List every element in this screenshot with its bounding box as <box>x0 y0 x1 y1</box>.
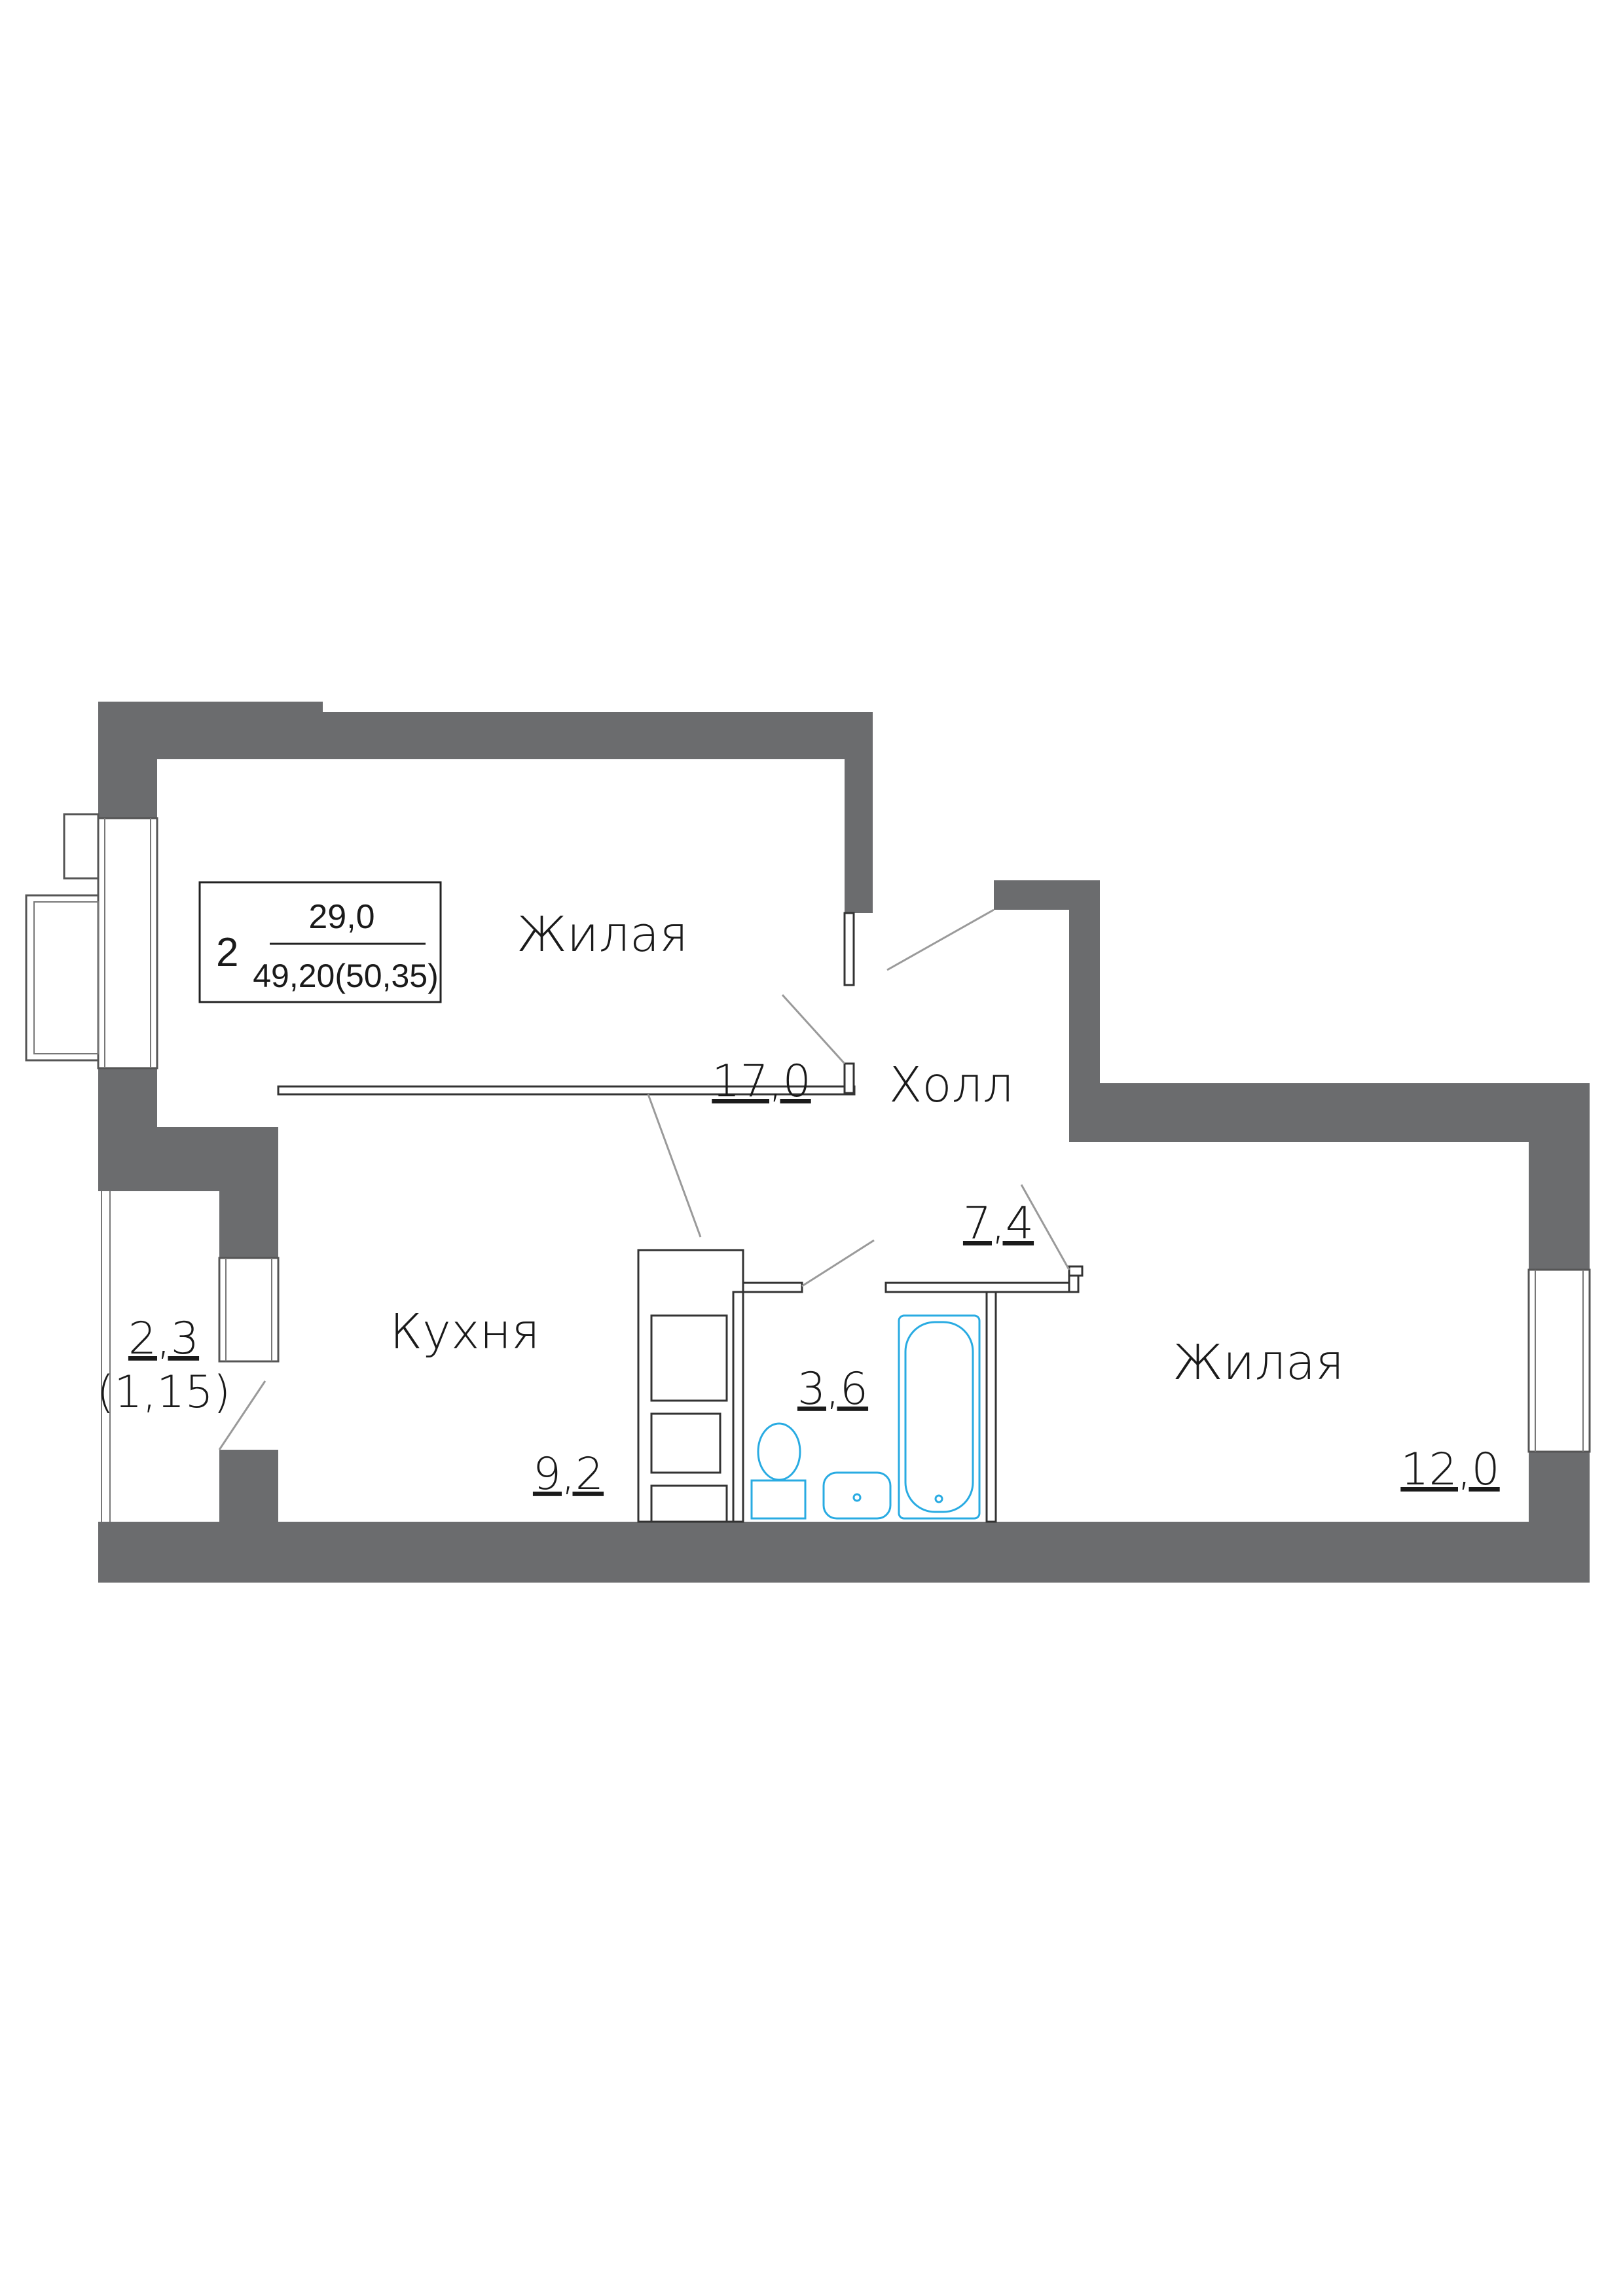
room-labels: Жилая 17,0 Холл 7,4 Кухня 9,2 3,6 Жилая … <box>97 906 1500 1500</box>
door-living2 <box>1020 1184 1070 1270</box>
door-living1 <box>781 994 846 1065</box>
partitions <box>277 912 1084 1523</box>
room-living2-name: Жилая <box>1173 1335 1344 1391</box>
sink <box>822 1471 892 1520</box>
room-kitchen-area: 9,2 <box>533 1448 604 1500</box>
wall-top-living1 <box>98 702 873 913</box>
total-area: 49,20(50,35) <box>253 958 439 994</box>
wall-hall-right <box>994 880 1590 1270</box>
summary-frame <box>198 881 442 1003</box>
door-bathroom <box>801 1239 875 1287</box>
room-living2-area: 12,0 <box>1400 1444 1499 1496</box>
door-hall-entry <box>886 908 994 971</box>
walls <box>98 702 1590 1583</box>
rooms-count: 2 <box>216 930 238 975</box>
room-balcony-area-reduced: (1,15) <box>97 1367 230 1418</box>
window-living1 <box>97 817 158 1069</box>
room-hall-area: 7,4 <box>963 1198 1034 1249</box>
wall-left-mid <box>98 1068 278 1258</box>
door-kitchen <box>647 1094 702 1238</box>
windows <box>25 813 1591 1522</box>
living-area-total: 29,0 <box>308 898 374 936</box>
apartment-summary: 2 29,0 49,20(50,35) <box>198 881 442 1003</box>
window-living2 <box>1527 1268 1591 1453</box>
room-balcony-area: 2,3 <box>128 1313 199 1365</box>
window-kitchen <box>218 1257 280 1363</box>
plumbing <box>750 1314 981 1520</box>
doors <box>218 908 1070 1450</box>
room-living1-name: Жилая <box>517 906 688 963</box>
room-kitchen-name: Кухня <box>390 1304 540 1360</box>
room-living1-area: 17,0 <box>712 1056 811 1107</box>
wall-bottom <box>98 1522 1590 1583</box>
window-sill-outer-1 <box>63 813 100 880</box>
toilet <box>750 1422 807 1520</box>
wall-right-lower <box>1529 1452 1590 1525</box>
window-sill-outer-2 <box>25 894 100 1062</box>
room-bathroom-area: 3,6 <box>797 1363 868 1415</box>
wall-kitchen-left-lower <box>219 1450 278 1525</box>
room-hall-name: Холл <box>889 1057 1014 1113</box>
door-balcony <box>218 1380 266 1450</box>
